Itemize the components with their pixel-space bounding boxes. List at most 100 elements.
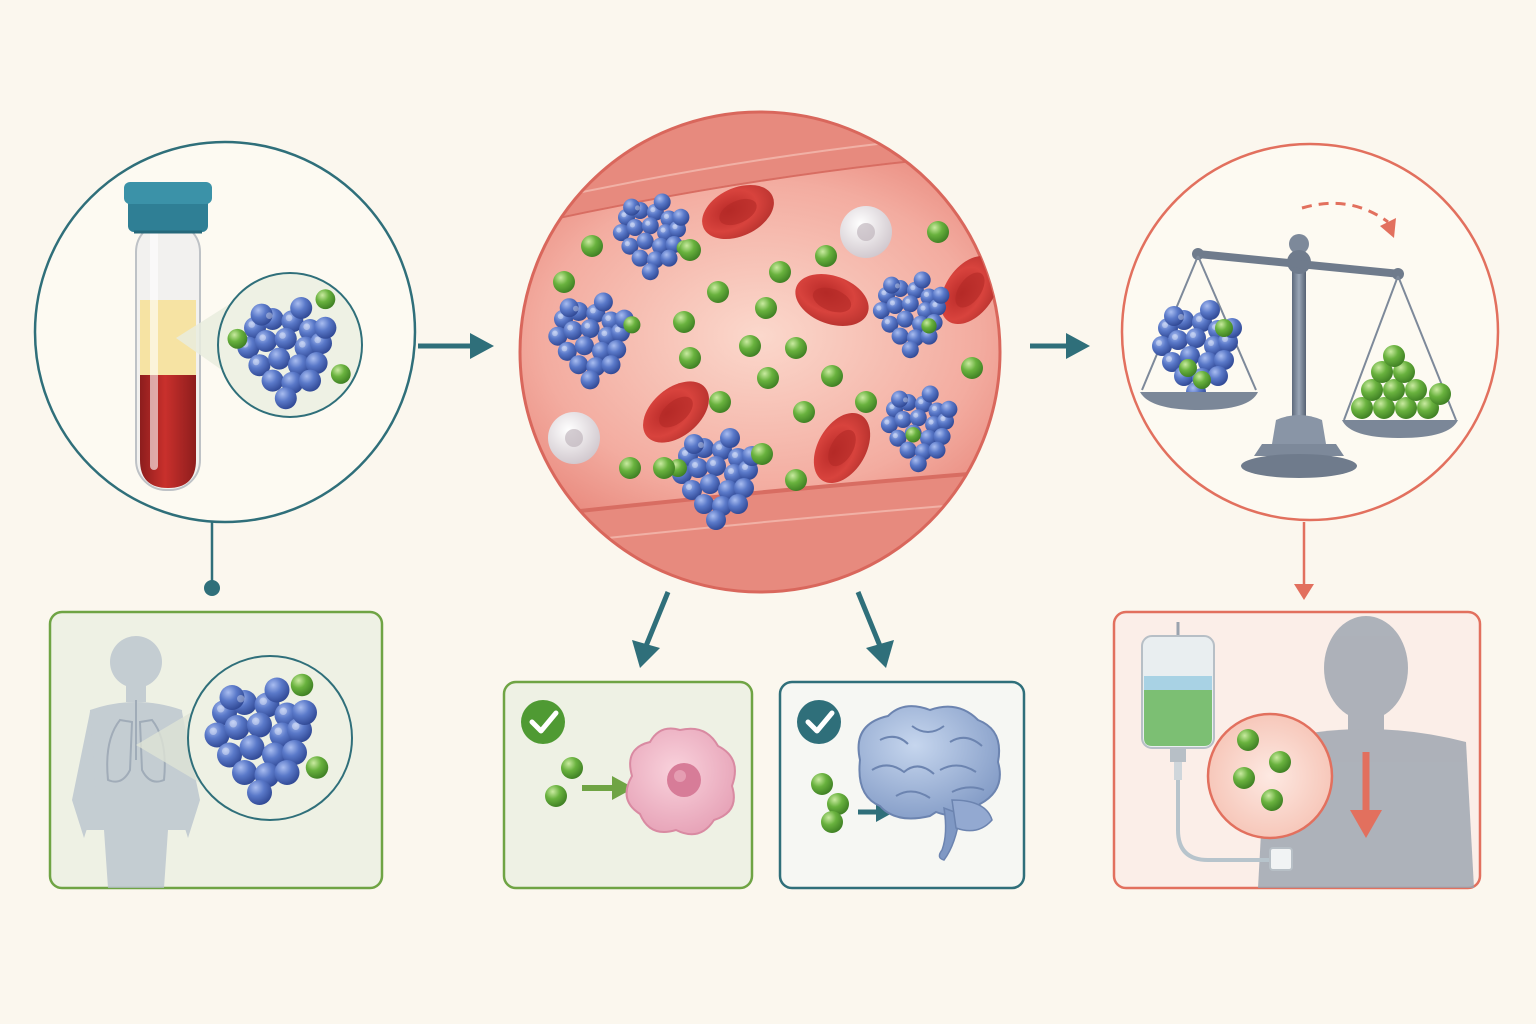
protein-sphere: [1186, 328, 1206, 348]
protein-sphere: [580, 319, 600, 339]
molecule-group: [545, 757, 583, 807]
molecule-sphere: [1371, 361, 1393, 383]
protein-sphere: [706, 456, 726, 476]
protein-sphere: [909, 455, 927, 473]
protein-sphere: [734, 478, 754, 498]
molecule-sphere: [1237, 729, 1259, 751]
protein-sphere: [305, 352, 328, 374]
molecule-sphere: [961, 357, 983, 379]
red-blood-cell: [643, 381, 709, 443]
protein-sphere: [292, 700, 317, 725]
molecule-sphere: [305, 756, 329, 779]
protein-sphere: [261, 369, 284, 392]
left-pan: [1140, 392, 1258, 410]
protein-sphere: [262, 742, 287, 768]
molecule-sphere: [1269, 751, 1291, 773]
protein-sphere: [921, 385, 939, 403]
molecule-sphere: [623, 316, 641, 334]
protein-sphere: [282, 740, 307, 765]
red-blood-cell: [813, 412, 871, 484]
protein-sphere: [718, 480, 738, 500]
molecule-sphere: [561, 757, 583, 779]
protein-sphere: [920, 429, 937, 447]
protein-sphere: [1168, 330, 1188, 350]
protein-sphere: [728, 494, 748, 514]
molecule-sphere: [1233, 767, 1255, 789]
red-blood-cell: [702, 184, 774, 240]
protein-sphere: [881, 315, 899, 333]
protein-sphere: [274, 387, 297, 410]
body-scan-panel: [48, 610, 384, 890]
molecule-sphere: [581, 235, 603, 257]
molecule-sphere: [1261, 789, 1283, 811]
protein-sphere: [891, 390, 909, 408]
protein-sphere: [872, 302, 890, 320]
red-blood-cell: [940, 255, 1000, 325]
protein-sphere: [290, 297, 313, 319]
protein-sphere: [248, 354, 271, 377]
molecule-sphere: [290, 673, 314, 697]
molecule-sphere: [1383, 345, 1405, 367]
molecule-group: [811, 773, 849, 833]
protein-sphere: [255, 330, 277, 352]
protein-sphere: [563, 321, 583, 340]
protein-sphere: [274, 327, 297, 350]
molecule-sphere: [673, 311, 695, 333]
protein-sphere: [232, 760, 257, 785]
protein-sphere: [219, 685, 245, 710]
molecule-sphere: [827, 793, 849, 815]
treatment-panel: [1112, 610, 1482, 890]
protein-sphere: [720, 428, 740, 448]
treatment-zoom-circle: [1206, 712, 1334, 840]
protein-sphere: [913, 271, 931, 289]
connector-dot: [204, 580, 220, 596]
protein-cluster-icon: [204, 673, 329, 805]
protein-sphere: [631, 249, 649, 267]
protein-sphere: [886, 297, 904, 314]
protein-sphere: [574, 336, 594, 356]
protein-sphere: [688, 458, 708, 478]
protein-sphere: [593, 292, 613, 312]
protein-sphere: [636, 232, 654, 250]
protein-sphere: [653, 193, 671, 211]
molecule-sphere: [619, 457, 641, 479]
sample-panel: [33, 140, 417, 596]
protein-sphere: [706, 510, 726, 530]
protein-sphere: [607, 340, 627, 359]
check-icon: [521, 700, 565, 744]
protein-sphere: [274, 760, 300, 785]
molecule-sphere: [315, 289, 336, 310]
protein-sphere: [264, 677, 290, 703]
protein-sphere: [891, 327, 909, 345]
molecule-sphere: [921, 318, 937, 334]
molecule-sphere: [545, 785, 567, 807]
protein-sphere: [1162, 352, 1182, 372]
molecule-sphere: [821, 811, 843, 833]
protein-sphere: [224, 715, 250, 740]
protein-sphere: [247, 780, 272, 805]
protein-sphere: [880, 416, 898, 434]
protein-sphere: [909, 409, 927, 427]
iv-drip-bag-icon: [1141, 622, 1293, 871]
molecule-sphere: [679, 347, 701, 369]
molecule-sphere: [785, 337, 807, 359]
protein-sphere: [1164, 306, 1184, 326]
molecule-sphere: [1179, 359, 1197, 377]
molecule-sphere: [679, 239, 701, 261]
bloodstream-panel: [518, 110, 1002, 594]
molecule-pile: [1351, 345, 1451, 419]
protein-sphere: [928, 441, 946, 459]
blood-test-tube-icon: [124, 182, 212, 491]
molecule-sphere: [1405, 379, 1427, 401]
molecule-group: [1233, 729, 1291, 811]
molecule-sphere: [1361, 379, 1383, 401]
molecule-sphere: [1395, 397, 1417, 419]
protein-sphere: [700, 474, 720, 494]
balance-panel: [1120, 142, 1500, 600]
protein-sphere: [889, 429, 907, 447]
protein-sphere: [694, 494, 714, 514]
connector-arrowhead: [1294, 584, 1314, 600]
protein-cluster-icon: [227, 289, 351, 410]
protein-sphere: [623, 198, 641, 216]
protein-sphere: [559, 298, 579, 318]
